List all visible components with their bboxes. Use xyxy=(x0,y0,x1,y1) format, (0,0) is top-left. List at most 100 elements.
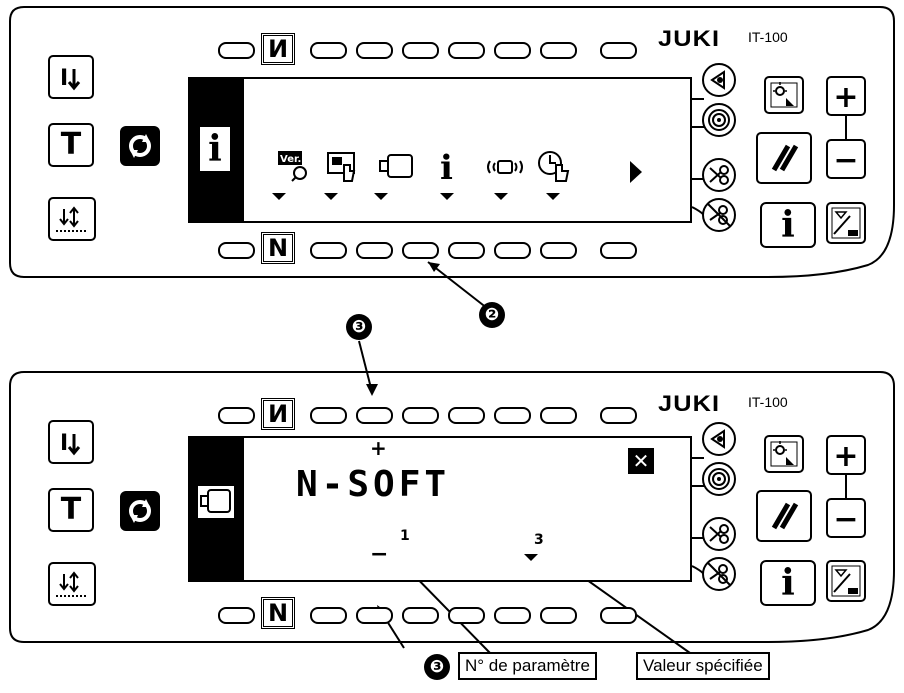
tension-key-2[interactable]: T xyxy=(48,488,94,532)
panel-frame xyxy=(9,6,895,278)
bottom-key-5-b[interactable] xyxy=(448,607,485,624)
bulb-icon xyxy=(770,441,798,467)
presser-lifter-key-2[interactable] xyxy=(702,422,736,456)
bottom-key-1-b[interactable] xyxy=(218,607,255,624)
top-key-8[interactable] xyxy=(600,42,637,59)
t-label: T xyxy=(60,127,82,162)
counter-icon xyxy=(831,565,861,597)
double-slash-icon xyxy=(771,144,799,172)
bobbin-winder-key[interactable] xyxy=(702,103,736,137)
threading-icon: I xyxy=(60,66,81,91)
operation-panel-bottom: I T N JUKI IT-100 + N-SOFT ✕ 1 − 3 N xyxy=(8,370,896,643)
thread-trim-key-2[interactable] xyxy=(702,517,736,551)
wiper-key-2[interactable] xyxy=(702,557,736,591)
minus-sign: − xyxy=(370,542,389,567)
minus-key[interactable]: − xyxy=(826,139,866,179)
top-key-6-b[interactable] xyxy=(494,407,531,424)
reset-slash-key[interactable] xyxy=(756,132,812,184)
top-key-1-b[interactable] xyxy=(218,407,255,424)
plus-sign: + xyxy=(370,436,387,460)
test-operation-icon xyxy=(538,151,570,182)
top-key-7-b[interactable] xyxy=(540,407,577,424)
version-icon-label: Ver. xyxy=(280,154,301,165)
motor-icon xyxy=(379,154,413,178)
bottom-key-1[interactable] xyxy=(218,242,255,259)
reset-slash-key-2[interactable] xyxy=(756,490,812,542)
bottom-key-3-b[interactable] xyxy=(356,607,393,624)
top-key-3[interactable] xyxy=(356,42,393,59)
top-key-6[interactable] xyxy=(494,42,531,59)
callout-3-bottom: ❸ xyxy=(424,654,450,680)
plus-key-2[interactable]: + xyxy=(826,435,866,475)
bottom-key-2[interactable] xyxy=(310,242,347,259)
minus-label-2: − xyxy=(833,502,859,537)
bottom-key-7-b[interactable] xyxy=(540,607,577,624)
bottom-key-5[interactable] xyxy=(448,242,485,259)
plusminus-bar-2 xyxy=(845,475,847,499)
panel-frame-2 xyxy=(9,371,895,643)
down-nav-key[interactable]: N xyxy=(261,232,295,264)
top-key-2-b[interactable] xyxy=(310,407,347,424)
svg-text:i: i xyxy=(440,148,453,188)
svg-text:I: I xyxy=(60,66,68,91)
threading-key[interactable]: I xyxy=(48,55,94,99)
scissors-cross-icon xyxy=(707,562,731,586)
bottom-key-3[interactable] xyxy=(356,242,393,259)
information-key[interactable]: i xyxy=(760,202,816,248)
tension-key[interactable]: T xyxy=(48,123,94,167)
bobbin-winder-key-2[interactable] xyxy=(702,462,736,496)
mode-name: N-SOFT xyxy=(296,464,451,505)
bottom-key-8-b[interactable] xyxy=(600,607,637,624)
close-icon[interactable]: ✕ xyxy=(628,448,654,474)
counter-key-2[interactable] xyxy=(826,560,866,602)
top-key-2[interactable] xyxy=(310,42,347,59)
bottom-key-6[interactable] xyxy=(494,242,531,259)
bulb-icon xyxy=(770,82,798,108)
top-key-7[interactable] xyxy=(540,42,577,59)
version-icon: Ver. xyxy=(278,151,307,182)
reset-key[interactable] xyxy=(120,126,160,166)
touch-panel-icon xyxy=(327,152,356,182)
bottom-key-4[interactable] xyxy=(402,242,439,259)
value-marker xyxy=(524,554,538,561)
up-nav-key-b[interactable]: N xyxy=(261,398,295,430)
threading-icon: I xyxy=(60,431,81,456)
top-key-5-b[interactable] xyxy=(448,407,485,424)
top-key-3-b[interactable] xyxy=(356,407,393,424)
down-nav-key-b[interactable]: N xyxy=(261,597,295,629)
presser-foot-key[interactable] xyxy=(48,197,96,241)
reverse-stitch-key-2[interactable] xyxy=(764,435,804,473)
information-key-2[interactable]: i xyxy=(760,560,816,606)
bottom-key-6-b[interactable] xyxy=(494,607,531,624)
wiper-key[interactable] xyxy=(702,198,736,232)
counter-key[interactable] xyxy=(826,202,866,244)
reverse-stitch-key[interactable] xyxy=(764,76,804,114)
plus-key[interactable]: + xyxy=(826,76,866,116)
motor-mode-icon xyxy=(198,486,234,518)
callout-3-top: ❸ xyxy=(346,314,372,340)
presser-lifter-key[interactable] xyxy=(702,63,736,97)
specified-value-label: Valeur spécifiée xyxy=(636,652,770,680)
bottom-key-4-b[interactable] xyxy=(402,607,439,624)
screen-connector-lines-2 xyxy=(691,457,705,575)
thread-trim-key[interactable] xyxy=(702,158,736,192)
up-nav-glyph-b: N xyxy=(267,400,289,428)
top-key-8-b[interactable] xyxy=(600,407,637,424)
top-key-4-b[interactable] xyxy=(402,407,439,424)
presser-foot-key-2[interactable] xyxy=(48,562,96,606)
up-nav-key[interactable]: N xyxy=(261,33,295,65)
top-key-4[interactable] xyxy=(402,42,439,59)
juki-logo-2: JUKI xyxy=(658,391,721,416)
screen-icons: Ver. i xyxy=(272,148,642,200)
presser-foot-icon xyxy=(56,206,88,232)
threading-key-2[interactable]: I xyxy=(48,420,94,464)
minus-key-2[interactable]: − xyxy=(826,498,866,538)
bottom-key-8[interactable] xyxy=(600,242,637,259)
top-key-5[interactable] xyxy=(448,42,485,59)
bottom-key-2-b[interactable] xyxy=(310,607,347,624)
bottom-key-7[interactable] xyxy=(540,242,577,259)
down-nav-glyph-b: N xyxy=(267,599,289,627)
reset-key-2[interactable] xyxy=(120,491,160,531)
screen-key-markers xyxy=(272,193,560,200)
top-key-1[interactable] xyxy=(218,42,255,59)
